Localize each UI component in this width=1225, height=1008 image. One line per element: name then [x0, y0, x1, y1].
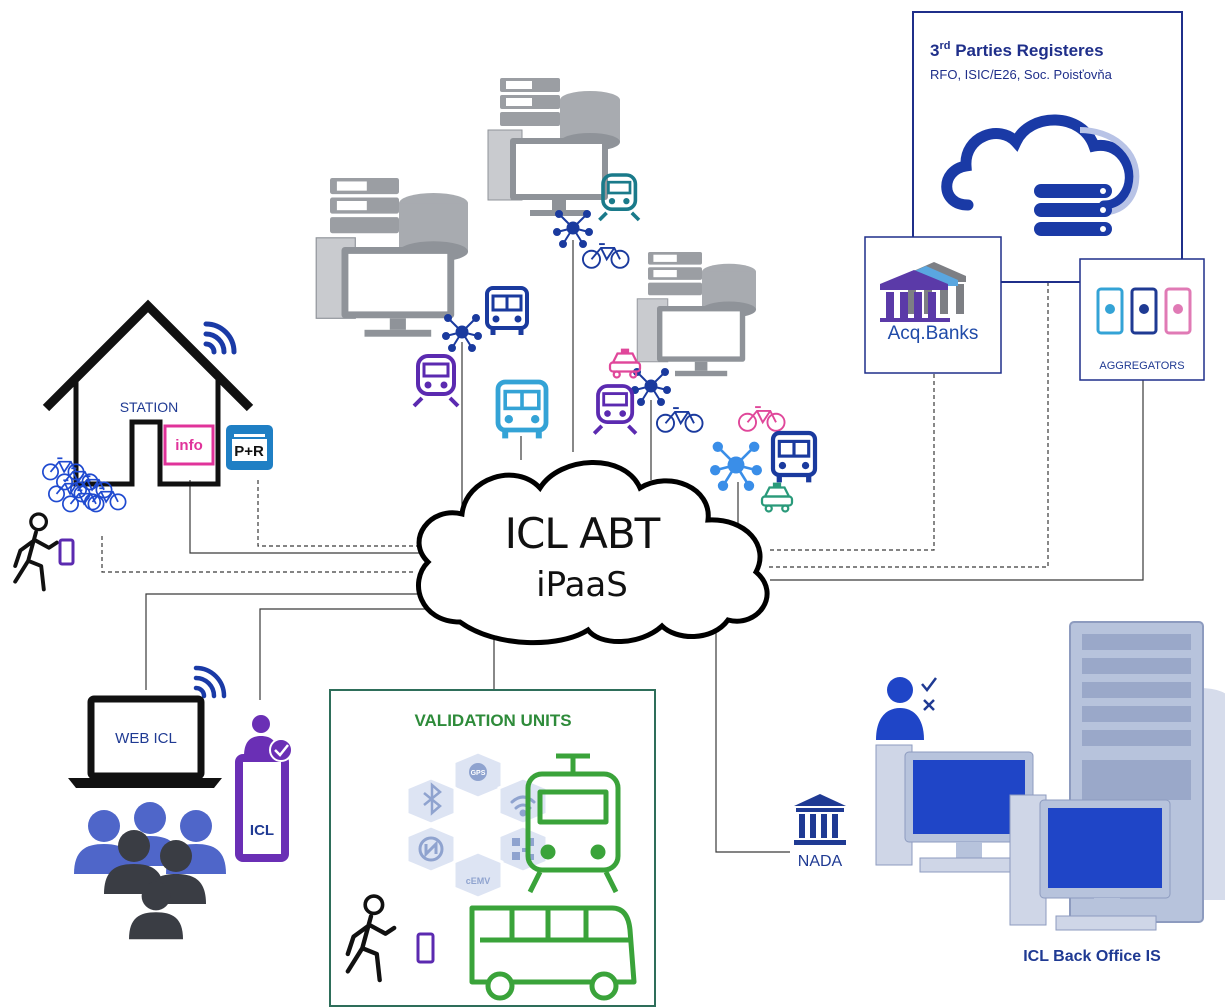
contactless-technologies-hexagons: [405, 750, 549, 900]
pedestrian-with-phone-icon: [348, 896, 435, 980]
bus-icon: [773, 433, 815, 482]
svg-text:3rd Parties Registeres: 3rd Parties Registeres: [930, 40, 1104, 60]
operator-icon: [876, 677, 937, 740]
bus-outline-icon: [469, 905, 637, 1001]
workstation-icon: [1009, 794, 1171, 931]
station[interactable]: STATION info P+R: [41, 299, 273, 513]
back-office-label: ICL Back Office IS: [1023, 948, 1161, 965]
bicycle-icon: [582, 243, 630, 269]
hub-title: ICL ABT: [505, 509, 661, 558]
gps-icon: GPS: [469, 763, 487, 781]
third-parties-title: Parties Registeres: [950, 41, 1103, 60]
train-icon: [412, 354, 460, 408]
acq-banks-label: Acq.Banks: [888, 323, 979, 344]
link-walker-to-hub: [101, 536, 415, 573]
validation-units-panel[interactable]: VALIDATION UNITS GPS: [329, 689, 656, 1007]
nada-institution[interactable]: NADA: [794, 794, 846, 870]
aggregators-label: AGGREGATORS: [1099, 360, 1184, 372]
nada-label: NADA: [798, 853, 843, 870]
train-icon: [592, 384, 638, 436]
bus-icon: [487, 288, 527, 335]
park-and-ride-label: P+R: [234, 443, 264, 460]
info-label: info: [175, 437, 203, 454]
taxi-icon: [760, 481, 794, 513]
web-icl-laptop[interactable]: WEB ICL: [68, 665, 227, 788]
validation-units-title: VALIDATION UNITS: [414, 711, 571, 730]
station-house-outline: [42, 299, 254, 412]
gps-label: GPS: [471, 770, 486, 777]
taxi-icon: [608, 347, 642, 379]
icl-mobile-app[interactable]: ICL: [235, 715, 293, 862]
cemv-label: cEMV: [466, 876, 491, 886]
link-web-to-hub: [145, 593, 440, 690]
workstation-icon: [875, 744, 1034, 873]
icl-back-office[interactable]: ICL Back Office IS: [875, 621, 1225, 965]
bank-icon: [880, 262, 966, 322]
verified-user-icon: [244, 715, 293, 762]
user-group-icon: [74, 802, 226, 940]
bluetooth-icon: [423, 782, 442, 816]
link-3rdparty-to-hub: [768, 282, 1049, 568]
web-icl-label: WEB ICL: [115, 730, 177, 747]
third-parties-title-prefix: 3: [930, 41, 939, 60]
link-nada-to-hub: [715, 628, 790, 853]
link-banks-to-hub: [768, 374, 935, 551]
cloud-database-icon: [941, 114, 1140, 236]
server-cluster-left: [315, 177, 469, 338]
link-pr-to-hub: [257, 480, 420, 547]
hub-subtitle: iPaaS: [536, 565, 628, 605]
bicycle-icon: [738, 406, 786, 432]
mobile-app-label: ICL: [250, 822, 274, 839]
server-cluster-centre: [487, 77, 621, 217]
link-aggregators-to-hub: [770, 380, 1144, 581]
bicycle-icon: [656, 407, 704, 433]
park-and-ride-sign[interactable]: P+R: [226, 425, 273, 470]
wifi-icon: [193, 665, 227, 699]
info-sign[interactable]: info: [163, 424, 215, 466]
aggregators-panel[interactable]: AGGREGATORS: [1079, 258, 1205, 381]
network-hub-icon: [709, 440, 763, 492]
third-parties-title-sup: rd: [939, 40, 950, 52]
link-app-to-hub: [259, 608, 440, 700]
station-label: STATION: [120, 399, 179, 415]
icl-abt-ipaas-cloud[interactable]: ICL ABT iPaaS: [416, 460, 770, 646]
wifi-icon: [203, 321, 237, 355]
connection-lines: [101, 240, 1144, 853]
pedestrian-with-phone-icon: [13, 512, 75, 592]
tram-icon: [525, 753, 621, 894]
acq-banks-panel[interactable]: Acq.Banks: [864, 236, 1002, 374]
server-cluster-right: [636, 251, 757, 377]
link-info-to-hub: [189, 480, 420, 554]
smartphones-icon: [1096, 287, 1192, 335]
bank-icon: [794, 794, 846, 845]
bus-icon: [498, 382, 546, 438]
third-parties-subtitle: RFO, ISIC/E26, Soc. Poisťovňa: [930, 67, 1113, 82]
nfc-icon: [418, 836, 444, 862]
third-parties-panel[interactable]: 3rd Parties Registeres RFO, ISIC/E26, So…: [912, 11, 1183, 283]
